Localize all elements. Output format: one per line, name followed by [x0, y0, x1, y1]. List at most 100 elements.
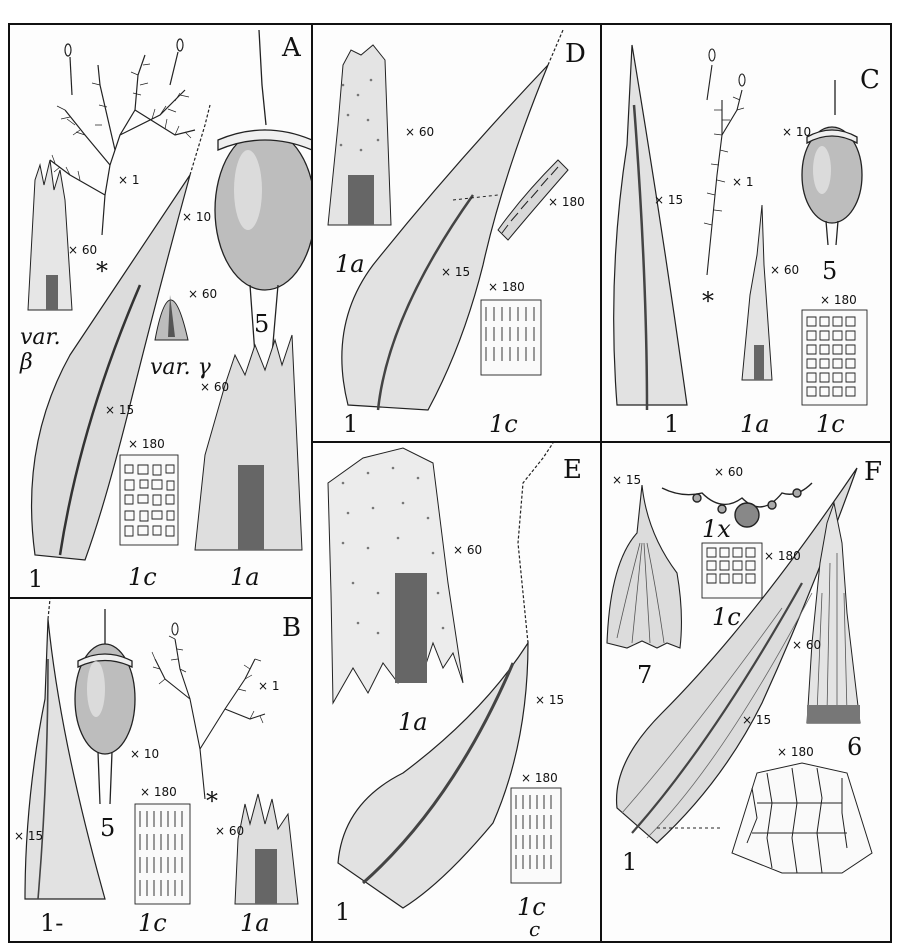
label-cells: 1c — [489, 410, 518, 438]
magnification-leaf: × 15 — [441, 265, 471, 279]
magnification-leaf: × 15 — [742, 713, 772, 727]
panel-letter: A — [282, 33, 301, 63]
label-var-gamma: var. γ — [150, 355, 211, 380]
label-leaf: 1 — [343, 410, 359, 438]
panel-e-drawings — [327, 443, 562, 909]
label-cells: 1c — [128, 563, 157, 591]
star-mark: * — [206, 787, 218, 815]
panel-d: D × 60 × 180 1a × 15 × 180 1 1c — [311, 23, 602, 443]
panel-f: F × 60 1x × 15 × 180 1c × 60 7 × 15 6 × … — [600, 441, 892, 943]
capsule-b — [74, 609, 136, 805]
label-capsule: 5 — [822, 257, 838, 285]
magnification-section: × 60 — [714, 465, 744, 479]
label-base: 1a — [398, 708, 428, 736]
panel-a: A × 1 × 10 × 60 * × 60 5 var. β var. γ ×… — [8, 23, 313, 599]
label-leaf: 1 — [335, 898, 351, 926]
star-mark: * — [702, 287, 714, 315]
panel-letter: F — [864, 457, 883, 487]
panel-c-drawings — [613, 44, 868, 411]
panel-letter: C — [860, 65, 880, 95]
leaf-d — [341, 29, 564, 411]
cell-patch-b — [134, 803, 191, 905]
label-var-beta: var. β — [20, 325, 61, 375]
magnification-cells: × 180 — [820, 293, 857, 307]
label-leaf: 1 — [28, 565, 44, 593]
magnification-habit: × 1 — [258, 679, 280, 693]
capsule-c — [801, 80, 863, 246]
label-leaf: 1 — [664, 410, 680, 438]
apex-var-gamma — [154, 295, 189, 341]
leaf-base-d — [327, 44, 392, 226]
apex-var-beta — [27, 159, 73, 311]
habit-sprig-a — [49, 38, 196, 236]
panel-d-drawings — [327, 29, 569, 411]
leaf-b — [24, 599, 106, 900]
label-capsule: 5 — [100, 814, 116, 842]
label-base: 1a — [230, 563, 260, 591]
panel-b: B × 1 × 10 5 × 180 * × 60 × 15 1- 1c 1a — [8, 597, 313, 943]
cell-patch-f — [701, 542, 763, 599]
magnification-apex: × 60 — [792, 638, 822, 652]
magnification-apex-beta: × 60 — [68, 243, 98, 257]
label-cells: 1c — [517, 893, 546, 921]
leaf-base-a — [194, 334, 303, 551]
label-apex: 6 — [847, 733, 863, 761]
label-capsule: 5 — [254, 310, 270, 338]
label-leaf: 1 — [622, 848, 638, 876]
panel-letter: D — [565, 39, 586, 69]
magnification-leaf: × 15 — [535, 693, 565, 707]
leaf-f — [615, 467, 858, 844]
magnification-leaf: × 15 — [105, 403, 135, 417]
label-apex: 1a — [740, 410, 770, 438]
label-section: 1x — [702, 515, 731, 543]
margin-teeth-d — [497, 159, 569, 241]
perichaetial-leaf-f — [606, 484, 682, 649]
habit-sprig-c — [703, 48, 746, 276]
magnification-base: × 60 — [215, 824, 245, 838]
capsule-a — [214, 29, 311, 356]
leaf-base-e — [327, 447, 464, 705]
panel-c: C × 10 × 15 × 1 × 60 5 * × 180 1 1a 1c — [600, 23, 892, 443]
cell-patch-e — [510, 787, 562, 884]
magnification-habit: × 1 — [732, 175, 754, 189]
label-base: 1a — [240, 909, 270, 937]
magnification-perichaetial: × 15 — [612, 473, 642, 487]
label-c: c — [529, 917, 541, 941]
magnification-leaf: × 15 — [14, 829, 44, 843]
habit-sprig-b — [151, 622, 266, 800]
magnification-cells: × 180 — [488, 280, 525, 294]
cell-patch-c — [801, 309, 868, 406]
panel-b-drawings — [24, 599, 299, 905]
apex-c — [741, 204, 773, 381]
panel-letter: B — [282, 613, 302, 643]
panel-letter: E — [563, 455, 582, 485]
leaf-a — [31, 104, 211, 561]
magnification-base: × 60 — [453, 543, 483, 557]
magnification-base: × 60 — [405, 125, 435, 139]
magnification-cells: × 180 — [521, 771, 558, 785]
magnification-basal: × 180 — [777, 745, 814, 759]
magnification-cells: × 180 — [764, 549, 801, 563]
magnification-apex-gamma: × 60 — [188, 287, 218, 301]
basal-cells-f — [731, 762, 873, 874]
magnification-cells: × 180 — [140, 785, 177, 799]
magnification-apex: × 60 — [770, 263, 800, 277]
magnification-capsule: × 10 — [782, 125, 812, 139]
cell-patch-d — [480, 299, 542, 376]
panel-e: E × 60 1a × 15 × 180 1 1c c — [311, 441, 602, 943]
label-leaf: 1- — [40, 909, 64, 937]
label-cells: 1c — [816, 410, 845, 438]
panel-f-drawings — [606, 467, 873, 874]
panel-a-drawings — [27, 29, 311, 561]
leaf-c — [613, 44, 688, 411]
magnification-base: × 60 — [200, 380, 230, 394]
star-mark: * — [96, 257, 108, 285]
label-cells: 1c — [138, 909, 167, 937]
leaf-apex-f — [806, 501, 861, 724]
cell-patch-a — [119, 454, 179, 546]
magnification-capsule: × 10 — [130, 747, 160, 761]
label-cells: 1c — [712, 603, 741, 631]
label-base: 1a — [335, 250, 365, 278]
magnification-habit: × 1 — [118, 173, 140, 187]
